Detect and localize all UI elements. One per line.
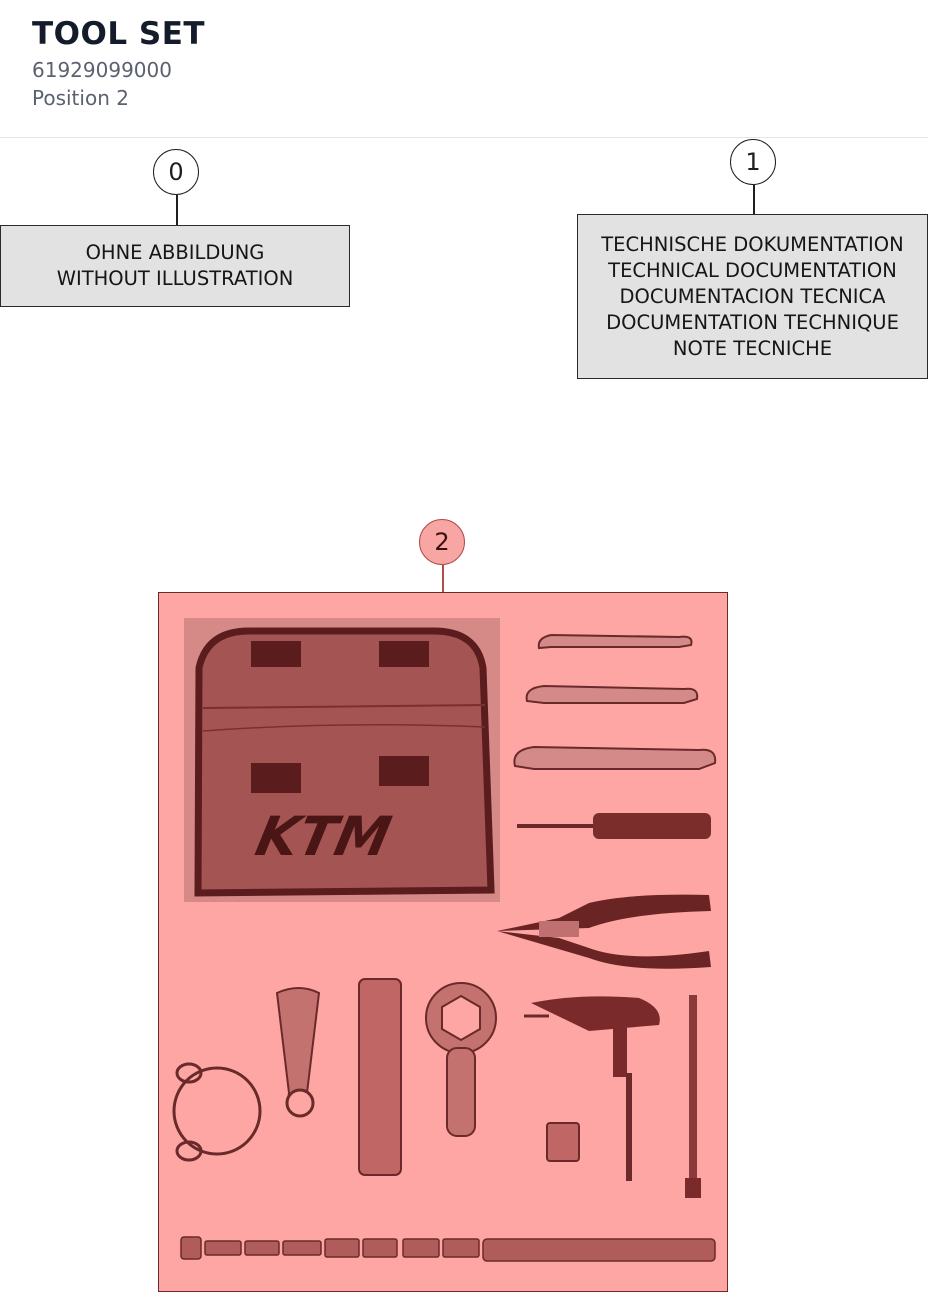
position-label: Position 2 — [32, 86, 129, 110]
callout-badge-1[interactable]: 1 — [730, 139, 776, 185]
t-handle-torx-icon — [524, 996, 660, 1181]
callout-leader-0 — [176, 195, 178, 226]
callout-1-line-1: TECHNISCHE DOKUMENTATION — [601, 232, 904, 256]
callout-0-line-2: WITHOUT ILLUSTRATION — [56, 267, 294, 290]
bottle-opener-wrench-icon — [275, 987, 321, 1118]
callout-leader-1 — [753, 185, 755, 215]
socket-icon — [546, 1122, 580, 1162]
page-header: TOOL SET 61929099000 Position 2 — [0, 0, 928, 138]
bit-set-icon — [180, 1236, 716, 1262]
hex-ring-wrench-icon — [425, 982, 497, 1137]
callout-1-line-3: DOCUMENTACION TECNICA — [619, 284, 886, 308]
callout-leader-2 — [442, 565, 444, 593]
callout-badge-0[interactable]: 0 — [153, 149, 199, 195]
cable-lock-icon — [172, 1062, 262, 1162]
part-number: 61929099000 — [32, 58, 172, 82]
tire-lever-icon — [358, 978, 402, 1176]
callout-1-line-2: TECHNICAL DOCUMENTATION — [608, 258, 897, 282]
callout-1-line-4: DOCUMENTATION TECHNIQUE — [606, 310, 899, 334]
screwdriver-icon — [517, 813, 711, 839]
callout-box-1[interactable]: TECHNISCHE DOKUMENTATION TECHNICAL DOCUM… — [577, 214, 928, 379]
extension-bar-icon — [685, 995, 701, 1198]
tool-set-drawing: KTM — [172, 618, 717, 1262]
wrench-icon — [513, 633, 717, 770]
callout-box-0[interactable]: OHNE ABBILDUNG WITHOUT ILLUSTRATION — [0, 225, 350, 307]
callout-0-line-1: OHNE ABBILDUNG — [85, 241, 265, 264]
callout-1-line-5: NOTE TECNICHE — [672, 336, 833, 360]
pliers-icon — [497, 894, 711, 969]
callout-badge-2[interactable]: 2 — [419, 519, 465, 565]
page-title: TOOL SET — [32, 16, 206, 52]
tool-bag-icon: KTM — [184, 618, 500, 902]
bag-logo-text: KTM — [251, 805, 397, 868]
tool-set-illustration[interactable]: KTM — [158, 592, 728, 1292]
